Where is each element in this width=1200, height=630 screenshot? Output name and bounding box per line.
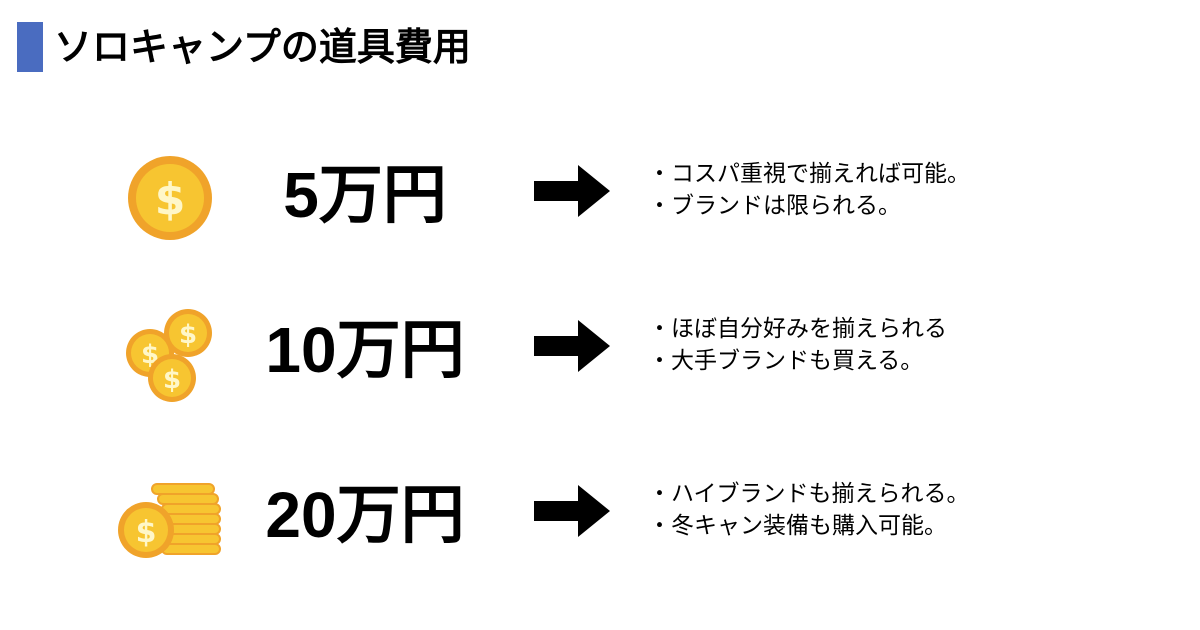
tier-amount: 10万円 bbox=[265, 314, 465, 386]
note-line: ・コスパ重視で揃えれば可能。 bbox=[648, 161, 970, 187]
note-line: ・ほぼ自分好みを揃えられる bbox=[648, 316, 947, 342]
coin-stack-icon: $ bbox=[110, 450, 230, 570]
tier-notes: ・コスパ重視で揃えれば可能。 ・ブランドは限られる。 bbox=[648, 158, 970, 222]
note-line: ・大手ブランドも買える。 bbox=[648, 348, 924, 374]
page-title: ソロキャンプの道具費用 bbox=[54, 25, 471, 69]
svg-text:$: $ bbox=[163, 365, 181, 395]
right-arrow-icon bbox=[534, 165, 614, 217]
tier-amount: 20万円 bbox=[265, 479, 465, 551]
svg-text:$: $ bbox=[136, 515, 157, 550]
svg-text:$: $ bbox=[179, 320, 197, 350]
single-dollar-coin-icon: $ bbox=[110, 130, 230, 250]
note-line: ・ブランドは限られる。 bbox=[648, 193, 901, 219]
cost-tier-row: $ 20万円 ・ハイブランドも揃えられる。 ・冬キャン装備も購入可能。 bbox=[0, 440, 1200, 580]
svg-text:$: $ bbox=[155, 174, 186, 225]
title-accent-bar bbox=[17, 22, 43, 72]
note-line: ・ハイブランドも揃えられる。 bbox=[648, 481, 970, 507]
three-dollar-coins-icon: $ $ $ bbox=[110, 285, 230, 405]
right-arrow-icon bbox=[534, 485, 614, 537]
cost-tier-row: $ 5万円 ・コスパ重視で揃えれば可能。 ・ブランドは限られる。 bbox=[0, 120, 1200, 260]
tier-amount: 5万円 bbox=[283, 159, 447, 231]
note-line: ・冬キャン装備も購入可能。 bbox=[648, 513, 947, 539]
tier-notes: ・ハイブランドも揃えられる。 ・冬キャン装備も購入可能。 bbox=[648, 478, 970, 542]
right-arrow-icon bbox=[534, 320, 614, 372]
tier-notes: ・ほぼ自分好みを揃えられる ・大手ブランドも買える。 bbox=[648, 313, 947, 377]
cost-tier-row: $ $ $ 10万円 ・ほぼ自分好みを揃えられる ・大手ブランドも買える。 bbox=[0, 275, 1200, 415]
